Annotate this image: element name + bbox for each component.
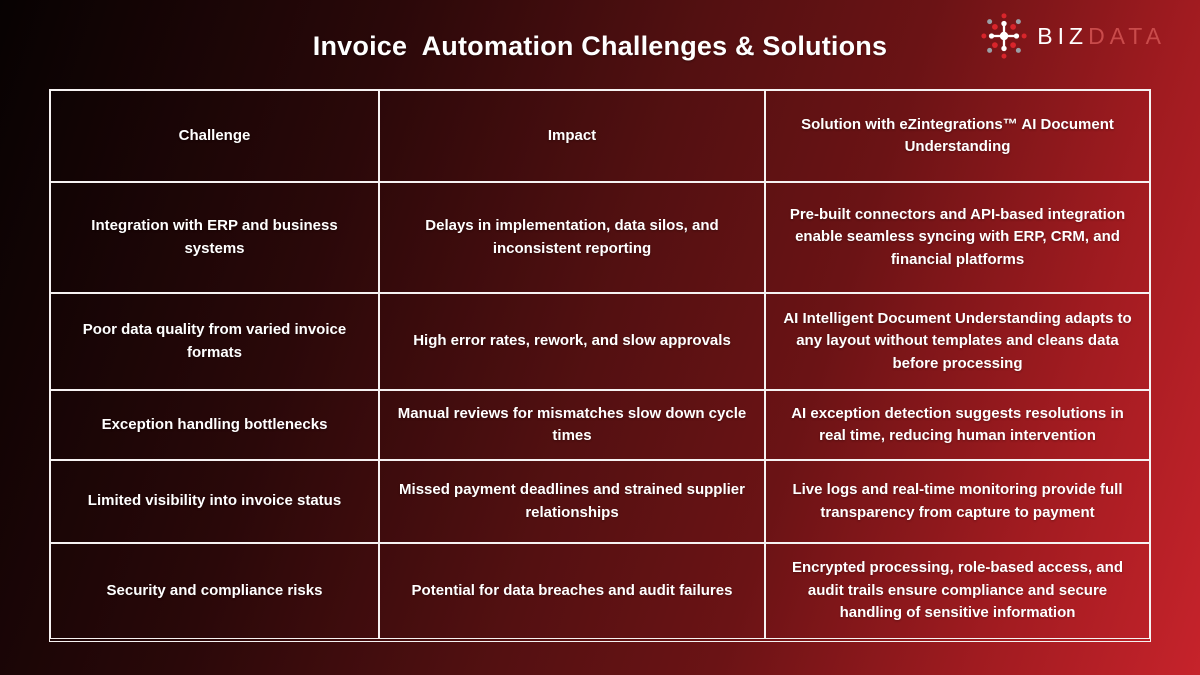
table-cell: Encrypted processing, role-based access,… <box>765 543 1150 639</box>
logo-text-biz: BIZ <box>1037 22 1089 49</box>
header-cell-challenge: Challenge <box>50 90 379 182</box>
challenges-solutions-table: Challenge Impact Solution with eZintegra… <box>49 89 1151 642</box>
table-cell: Integration with ERP and business system… <box>50 182 379 293</box>
table-cell: Poor data quality from varied invoice fo… <box>50 293 379 390</box>
logo-wordmark: BIZDATA <box>1037 23 1166 50</box>
table-cell: Potential for data breaches and audit fa… <box>379 543 765 639</box>
logo-text-data: DATA <box>1088 22 1166 49</box>
table-cell: Manual reviews for mismatches slow down … <box>379 390 765 460</box>
header-cell-solution: Solution with eZintegrations™ AI Documen… <box>765 90 1150 182</box>
table-cell: Pre-built connectors and API-based integ… <box>765 182 1150 293</box>
header-cell-impact: Impact <box>379 90 765 182</box>
table-cell: Exception handling bottlenecks <box>50 390 379 460</box>
table-cell: Missed payment deadlines and strained su… <box>379 460 765 543</box>
table-cell: Limited visibility into invoice status <box>50 460 379 543</box>
table-cell: Delays in implementation, data silos, an… <box>379 182 765 293</box>
table-cell: High error rates, rework, and slow appro… <box>379 293 765 390</box>
bizdata-logo: BIZDATA <box>981 13 1166 59</box>
network-hub-icon <box>981 13 1027 59</box>
page-title: Invoice Automation Challenges & Solution… <box>312 31 888 61</box>
table-cell: AI exception detection suggests resoluti… <box>765 390 1150 460</box>
table-cell: Live logs and real-time monitoring provi… <box>765 460 1150 543</box>
table-cell: AI Intelligent Document Understanding ad… <box>765 293 1150 390</box>
table-cell: Security and compliance risks <box>50 543 379 639</box>
